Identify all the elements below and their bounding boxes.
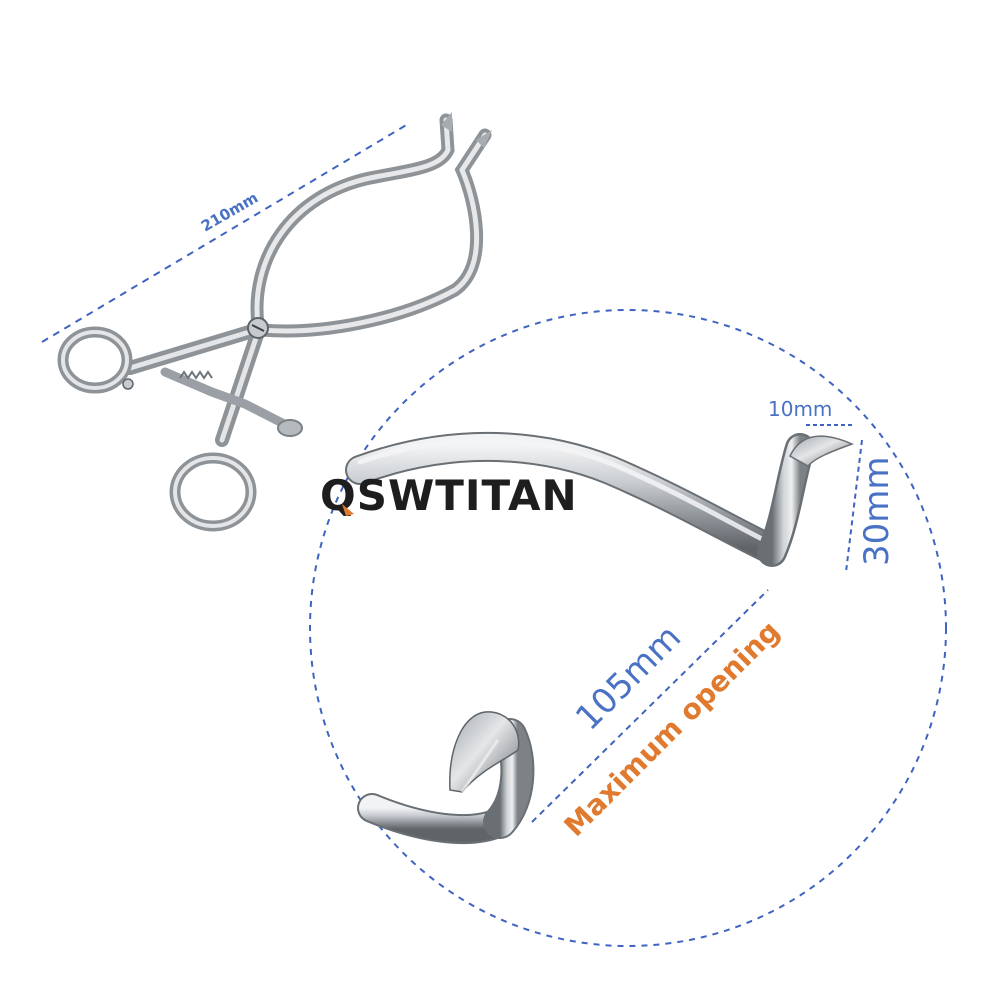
retractor-ratchet-bar [160,367,297,433]
retractor-ratchet-tab [277,419,303,437]
tip-height-dimension-line [845,439,863,573]
brand-logo-text: QSWTITAN [320,471,578,520]
tip-width-label: 10mm [768,397,832,421]
retractor-hook-tip-right [476,130,492,148]
closeup-lower-hook [357,711,535,845]
retractor-ratchet-screw [122,378,134,390]
opening-dimension-line [531,589,769,823]
retractor-upper-arm [250,113,455,332]
retractor-hook-tip-left [441,112,452,132]
brand-logo: QSWTITAN [320,471,578,520]
brand-logo-accent [342,504,354,516]
retractor-overview [57,112,492,532]
tip-height-label: 30mm [857,456,897,566]
overall-length-label: 210mm [198,189,261,236]
closeup-upper-hook [345,431,855,567]
retractor-lower-arm [255,128,492,338]
closeup-circle [309,309,947,947]
overall-length-dimension-line [41,123,409,343]
